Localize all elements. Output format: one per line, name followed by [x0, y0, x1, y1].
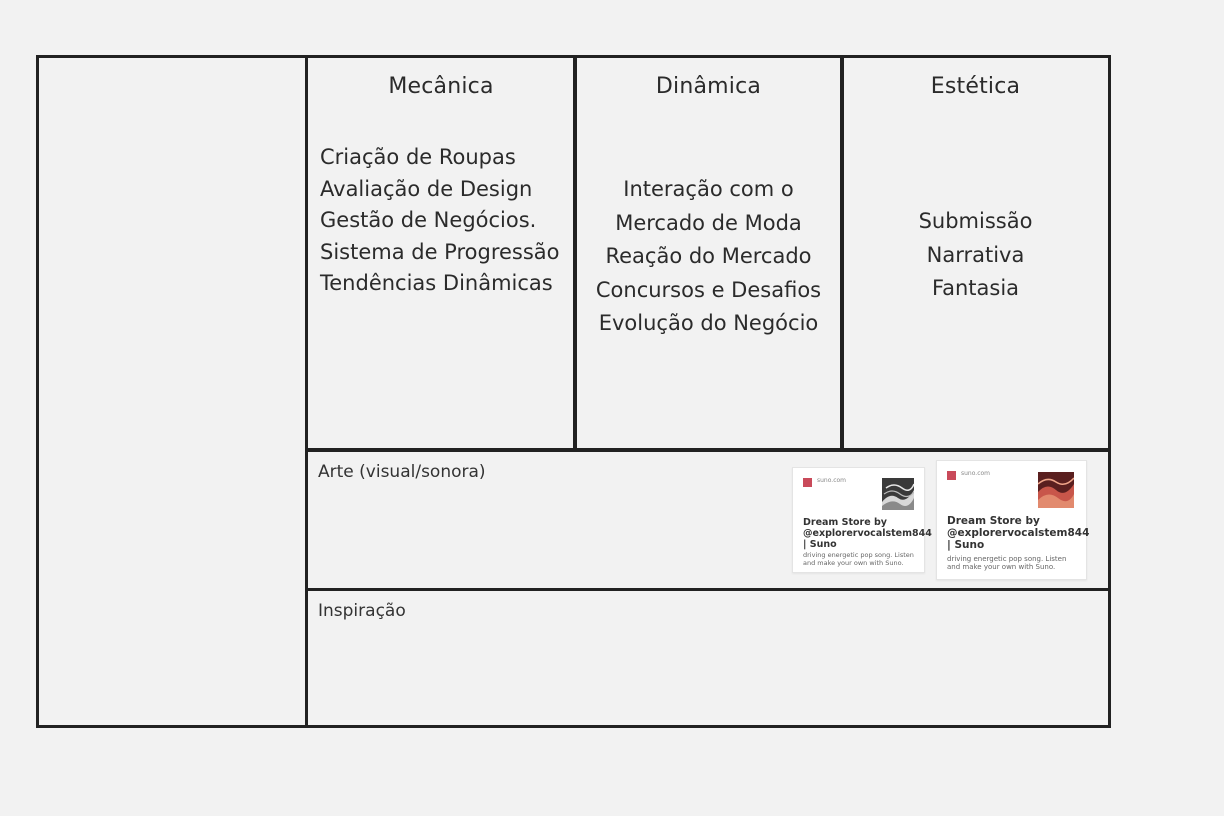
estetica-item: Submissão	[918, 209, 1033, 233]
dinamica-item: Mercado de Moda	[615, 210, 802, 235]
mecanica-box: Mecânica Criação de Roupas Avaliação de …	[305, 55, 577, 451]
arte-label: Arte (visual/sonora)	[318, 462, 486, 482]
estetica-box: Estética Submissão Narrativa Fantasia	[840, 55, 1111, 451]
dinamica-item: Concursos e Desafios	[595, 277, 822, 302]
suno-favicon-icon	[803, 478, 812, 487]
mecanica-item: Sistema de Progressão	[320, 239, 560, 264]
mecanica-list: Criação de Roupas Avaliação de Design Ge…	[320, 142, 560, 300]
mecanica-item: Avaliação de Design	[320, 176, 533, 201]
dinamica-item: Evolução do Negócio	[598, 311, 819, 335]
dinamica-item: Interação com o	[623, 177, 794, 201]
card-thumbnail	[882, 478, 914, 510]
inspiracao-section: Inspiração	[305, 588, 1111, 728]
link-preview-card[interactable]: suno.com Dream Store by @explorervocalst…	[792, 467, 932, 573]
card-description: driving energetic pop song. Listen and m…	[947, 555, 1067, 571]
link-preview-card[interactable]: suno.com Dream Store by @explorervocalst…	[936, 460, 1090, 580]
suno-favicon-icon	[947, 471, 956, 480]
dinamica-list: Interação com o Mercado de Moda Reação d…	[576, 173, 841, 341]
dinamica-title: Dinâmica	[655, 74, 762, 99]
mecanica-item: Tendências Dinâmicas	[320, 271, 553, 295]
estetica-title: Estética	[930, 74, 1021, 99]
left-panel	[36, 55, 308, 728]
dinamica-item: Reação do Mercado	[605, 244, 812, 268]
card-thumbnail	[1038, 472, 1074, 508]
card-title: Dream Store by @explorervocalstem844 | S…	[803, 517, 932, 550]
card-site: suno.com	[961, 470, 991, 477]
dinamica-box: Dinâmica Interação com o Mercado de Moda…	[573, 55, 844, 451]
mecanica-title: Mecânica	[388, 74, 494, 99]
estetica-item: Fantasia	[931, 276, 1020, 300]
mecanica-item: Criação de Roupas	[320, 145, 516, 169]
card-site: suno.com	[817, 477, 847, 484]
card-description: driving energetic pop song. Listen and m…	[803, 551, 914, 567]
mecanica-item: Gestão de Negócios.	[320, 208, 537, 232]
estetica-list: Submissão Narrativa Fantasia	[843, 205, 1108, 306]
estetica-item: Narrativa	[926, 242, 1025, 267]
inspiracao-label: Inspiração	[318, 601, 406, 621]
card-title: Dream Store by @explorervocalstem844 | S…	[947, 515, 1090, 551]
